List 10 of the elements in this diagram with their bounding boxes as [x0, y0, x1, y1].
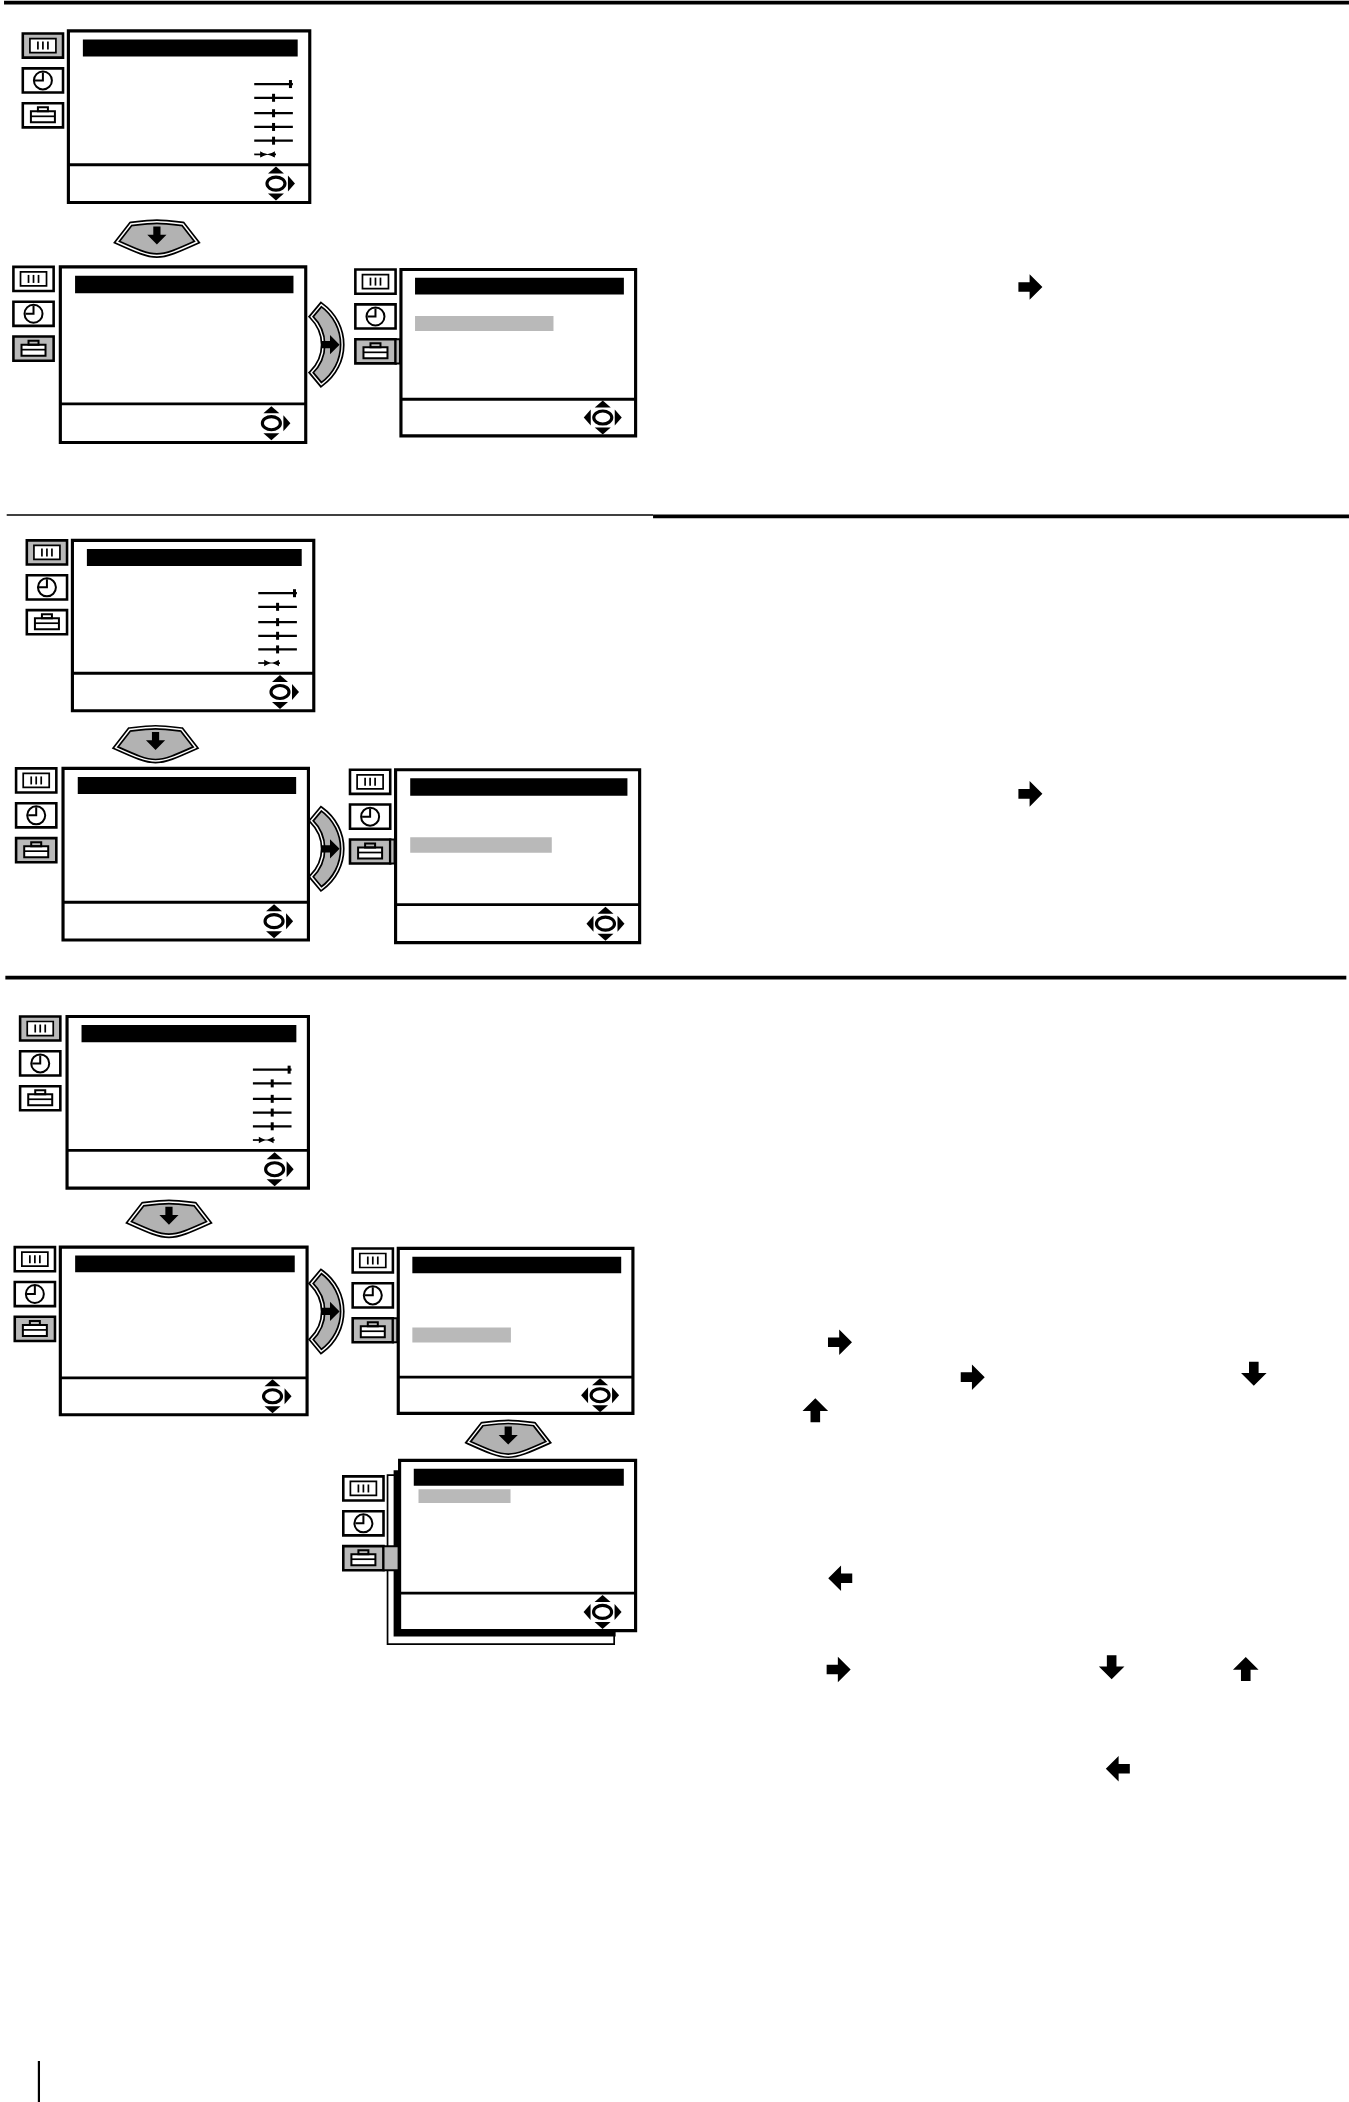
- menu-screen: [399, 267, 638, 438]
- menu-screen: [58, 265, 308, 445]
- menu-screen: [394, 768, 642, 945]
- menu-screen: [65, 1014, 310, 1190]
- menu-screen: [61, 766, 310, 942]
- menu-screen: [396, 1246, 635, 1415]
- menu-screen: [70, 538, 316, 713]
- menu-screen: [66, 29, 312, 205]
- menu-screen: [386, 1458, 638, 1645]
- menu-screen: [58, 1245, 309, 1417]
